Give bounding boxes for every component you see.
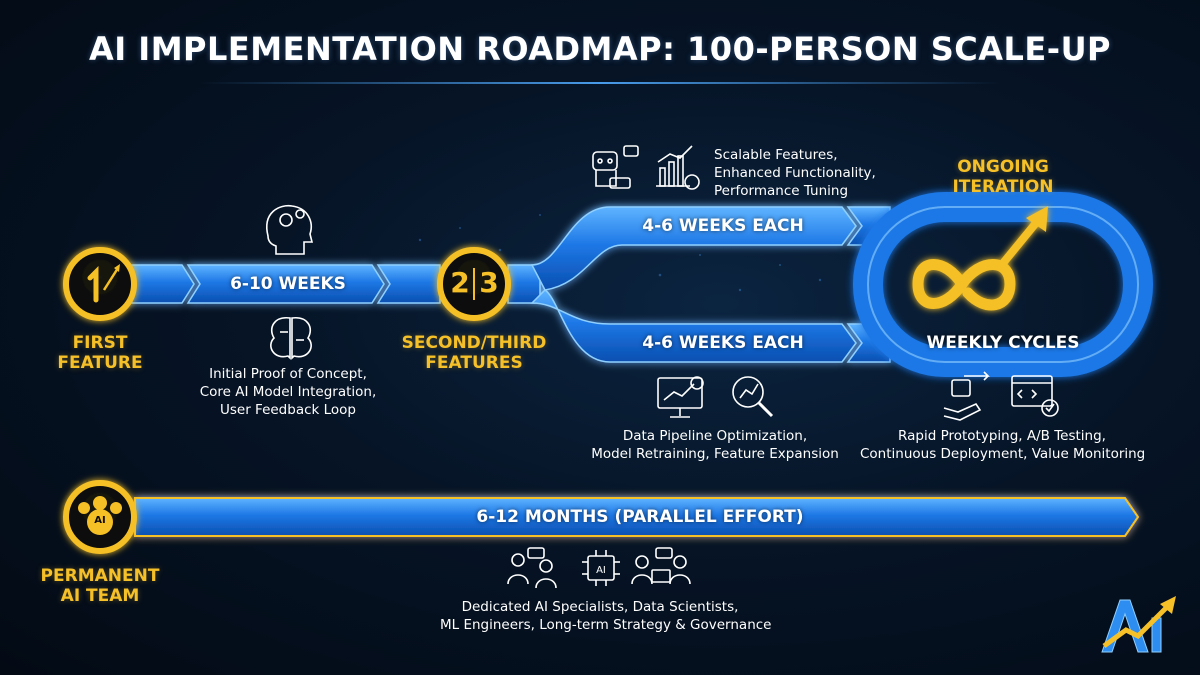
hand-box-icon [943, 371, 990, 421]
team-duration-label: 6-12 MONTHS (PARALLEL EFFORT) [476, 507, 804, 527]
chart-gear-icon [656, 145, 700, 190]
marker-team-ai-label: AI [94, 515, 106, 526]
iteration-loop [853, 192, 1153, 377]
marker-number-1: 1 [80, 264, 100, 265]
marker-second-third [437, 247, 511, 321]
marker-number-3: 3 [479, 266, 499, 299]
lower-branch [530, 289, 857, 363]
robot-chat-icon [592, 145, 639, 189]
infinity-arrow-icon [912, 206, 1048, 311]
upper-description: Scalable Features, Enhanced Functionalit… [714, 147, 876, 199]
ongoing-description: Rapid Prototyping, A/B Testing, Continuo… [860, 428, 1146, 462]
marker-team [63, 480, 137, 554]
magnifier-chart-icon [732, 376, 774, 418]
team-bar [134, 497, 1140, 537]
upper-branch [530, 206, 857, 291]
people-chat-icon [507, 547, 557, 589]
svg-text:AI: AI [596, 565, 606, 576]
ai-logo [1101, 596, 1176, 653]
marker-number-2: 2 [450, 266, 470, 299]
first-description: Initial Proof of Concept, Core AI Model … [199, 366, 377, 418]
first-duration-label: 6-10 WEEKS [230, 274, 346, 294]
bar-segment [129, 264, 195, 304]
gears-head-icon [266, 204, 314, 255]
marker-first [63, 247, 137, 321]
code-window-check-icon [1011, 375, 1059, 417]
page-title: AI IMPLEMENTATION ROADMAP: 100-PERSON SC… [88, 30, 1111, 68]
upper-duration-label: 4-6 WEEKS EACH [642, 216, 804, 236]
team-description: Dedicated AI Specialists, Data Scientist… [440, 599, 772, 633]
brain-circuit-icon [270, 317, 312, 360]
monitor-analytics-icon [657, 376, 704, 418]
background-particles [359, 214, 822, 301]
weekly-cycles-label: WEEKLY CYCLES [926, 333, 1080, 353]
first-feature-bar [129, 264, 441, 304]
bar-segment [376, 264, 441, 304]
lower-description: Data Pipeline Optimization, Model Retrai… [591, 428, 839, 462]
bar-segment [186, 264, 385, 304]
team-laptop-icon [631, 547, 691, 585]
ai-chip-icon: AI [582, 550, 620, 586]
title-underline [200, 82, 1000, 84]
lower-duration-label: 4-6 WEEKS EACH [642, 333, 804, 353]
